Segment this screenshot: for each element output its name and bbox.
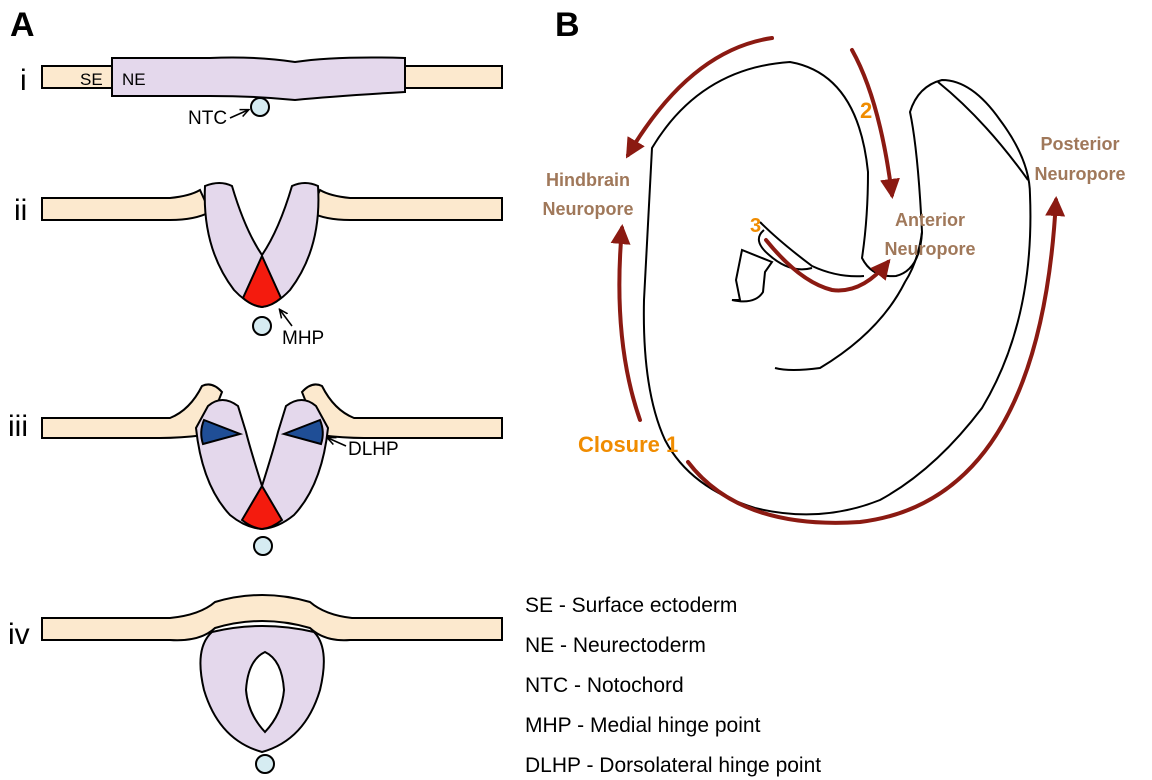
- posterior-ridge: [938, 82, 1028, 180]
- panel-a-label: A: [10, 6, 35, 44]
- notochord: [251, 98, 269, 116]
- hindbrain-neuropore-label-2: Neuropore: [542, 199, 633, 219]
- stage-i: i SE NE NTC: [20, 58, 502, 130]
- stage-iii: iii DLHP: [8, 384, 502, 555]
- stage-label-i: i: [20, 64, 27, 97]
- posterior-neuropore-label: Posterior: [1040, 134, 1119, 154]
- notochord: [253, 317, 271, 335]
- embryo-outline: [644, 62, 1031, 514]
- stage-iv: iv: [8, 595, 502, 773]
- stage-label-iv: iv: [8, 618, 30, 651]
- stage-label-iii: iii: [8, 410, 28, 443]
- arrow-closure-2-backward: [628, 38, 772, 155]
- stage-label-ii: ii: [14, 194, 27, 227]
- closure-1-label: Closure 1: [578, 432, 678, 457]
- surface-ectoderm-right: [310, 190, 502, 220]
- legend-item-ne: NE - Neurectoderm: [525, 634, 706, 657]
- ne-label: NE: [122, 70, 146, 89]
- se-label: SE: [80, 70, 103, 89]
- ntc-pointer: [230, 110, 248, 118]
- surface-ectoderm-left: [42, 384, 222, 438]
- closure-3-label: 3: [750, 215, 761, 237]
- dlhp-label: DLHP: [348, 439, 399, 460]
- arrow-closure-1-hindbrain: [619, 228, 640, 420]
- embryo-body: [644, 62, 1031, 514]
- dlhp-pointer: [328, 438, 346, 446]
- neurectoderm: [112, 58, 405, 101]
- legend-item-ntc: NTC - Notochord: [525, 674, 684, 697]
- panel-b-label: B: [555, 6, 580, 44]
- closure-labels: Closure 1 2 3: [578, 98, 872, 457]
- ntc-label: NTC: [188, 108, 227, 129]
- closure-arrows: [619, 38, 1056, 523]
- hindbrain-neuropore-label: Hindbrain: [546, 170, 630, 190]
- stage-ii: ii MHP: [14, 183, 502, 349]
- notochord: [256, 755, 274, 773]
- legend-item-dlhp: DLHP - Dorsolateral hinge point: [525, 754, 821, 777]
- notochord: [254, 537, 272, 555]
- surface-ectoderm-left: [42, 190, 210, 220]
- mhp-pointer: [280, 310, 292, 326]
- legend-item-mhp: MHP - Medial hinge point: [525, 714, 761, 737]
- arrow-closure-1-posterior: [688, 200, 1056, 523]
- anterior-neuropore-label: Anterior: [895, 210, 965, 230]
- anterior-neuropore-label-2: Neuropore: [884, 239, 975, 259]
- posterior-neuropore-label-2: Neuropore: [1034, 164, 1125, 184]
- legend: SE - Surface ectoderm NE - Neurectoderm …: [525, 594, 821, 777]
- legend-item-se: SE - Surface ectoderm: [525, 594, 737, 617]
- heart-bulge: [732, 250, 772, 301]
- mhp-label: MHP: [282, 328, 324, 349]
- surface-ectoderm-right: [302, 384, 502, 438]
- closure-2-label: 2: [860, 98, 872, 123]
